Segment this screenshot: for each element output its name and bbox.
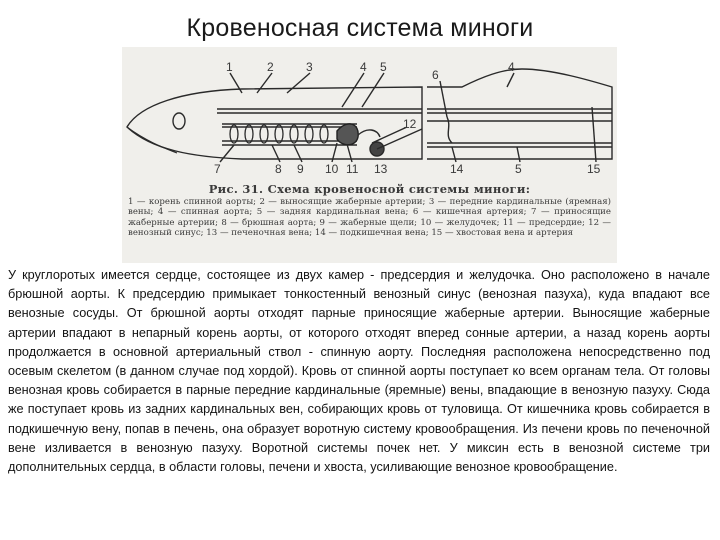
label-2: 2 [267, 60, 274, 74]
label-14: 14 [450, 162, 464, 176]
lamprey-diagram: 1 2 3 4 5 7 8 9 10 11 12 13 [126, 60, 613, 176]
lamprey-head-drawing [126, 72, 423, 163]
label-3: 3 [306, 60, 313, 74]
lamprey-circulation-figure: 1 2 3 4 5 7 8 9 10 11 12 13 [122, 47, 617, 263]
lamprey-tail-drawing [427, 68, 613, 163]
body-paragraph: У круглоротых имеется сердце, состоящее … [8, 268, 710, 475]
head-labels: 1 2 3 4 5 7 8 9 10 11 12 13 [214, 60, 417, 176]
label-8: 8 [275, 162, 282, 176]
label-12: 12 [403, 117, 417, 131]
label-5-tail: 5 [515, 162, 522, 176]
slide-title: Кровеносная система миноги [186, 14, 534, 42]
label-4: 4 [360, 60, 367, 74]
label-4-tail: 4 [508, 60, 515, 74]
label-7: 7 [214, 162, 221, 176]
figure-caption: Рис. 31. Схема кровеносной системы миног… [128, 182, 611, 238]
figure-caption-legend: 1 — корень спинной аорты; 2 — выносящие … [128, 197, 611, 238]
label-5: 5 [380, 60, 387, 74]
label-6: 6 [432, 68, 439, 82]
label-9: 9 [297, 162, 304, 176]
label-10: 10 [325, 162, 339, 176]
figure-caption-title: Рис. 31. Схема кровеносной системы миног… [208, 182, 531, 196]
tail-labels: 6 4 14 5 15 [432, 60, 601, 176]
label-15: 15 [587, 162, 601, 176]
label-11: 11 [346, 162, 359, 176]
label-1: 1 [226, 60, 233, 74]
label-13: 13 [374, 162, 388, 176]
